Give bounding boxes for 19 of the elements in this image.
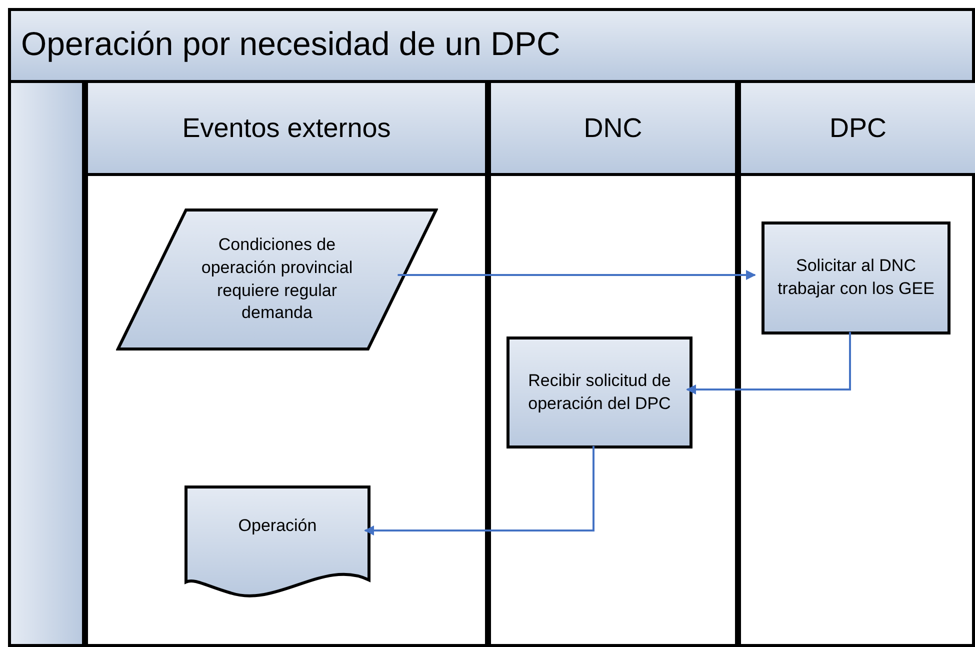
arrow bbox=[686, 332, 851, 394]
node-label: Operación bbox=[238, 515, 317, 538]
swimlane bbox=[488, 83, 738, 647]
pool-container bbox=[8, 8, 975, 647]
lane-title: DNC bbox=[584, 112, 642, 144]
swimlane bbox=[738, 83, 975, 647]
node-label: Solicitar al DNC trabajar con los GEE bbox=[776, 255, 936, 300]
document-shape bbox=[184, 485, 371, 598]
lane-title: DPC bbox=[829, 112, 886, 144]
pool-title: Operación por necesidad de un DPC bbox=[21, 25, 560, 63]
process-box bbox=[761, 221, 951, 335]
input-parallelogram bbox=[116, 208, 438, 351]
process-box bbox=[506, 336, 693, 449]
node-label: Condiciones de operación provincial requiere regular demanda bbox=[200, 234, 354, 324]
arrow bbox=[364, 446, 594, 536]
swimlane bbox=[85, 83, 488, 647]
lane-title: Eventos externos bbox=[182, 112, 391, 144]
node-label: Recibir solicitud de operación del DPC bbox=[527, 370, 672, 414]
arrow bbox=[398, 270, 756, 280]
